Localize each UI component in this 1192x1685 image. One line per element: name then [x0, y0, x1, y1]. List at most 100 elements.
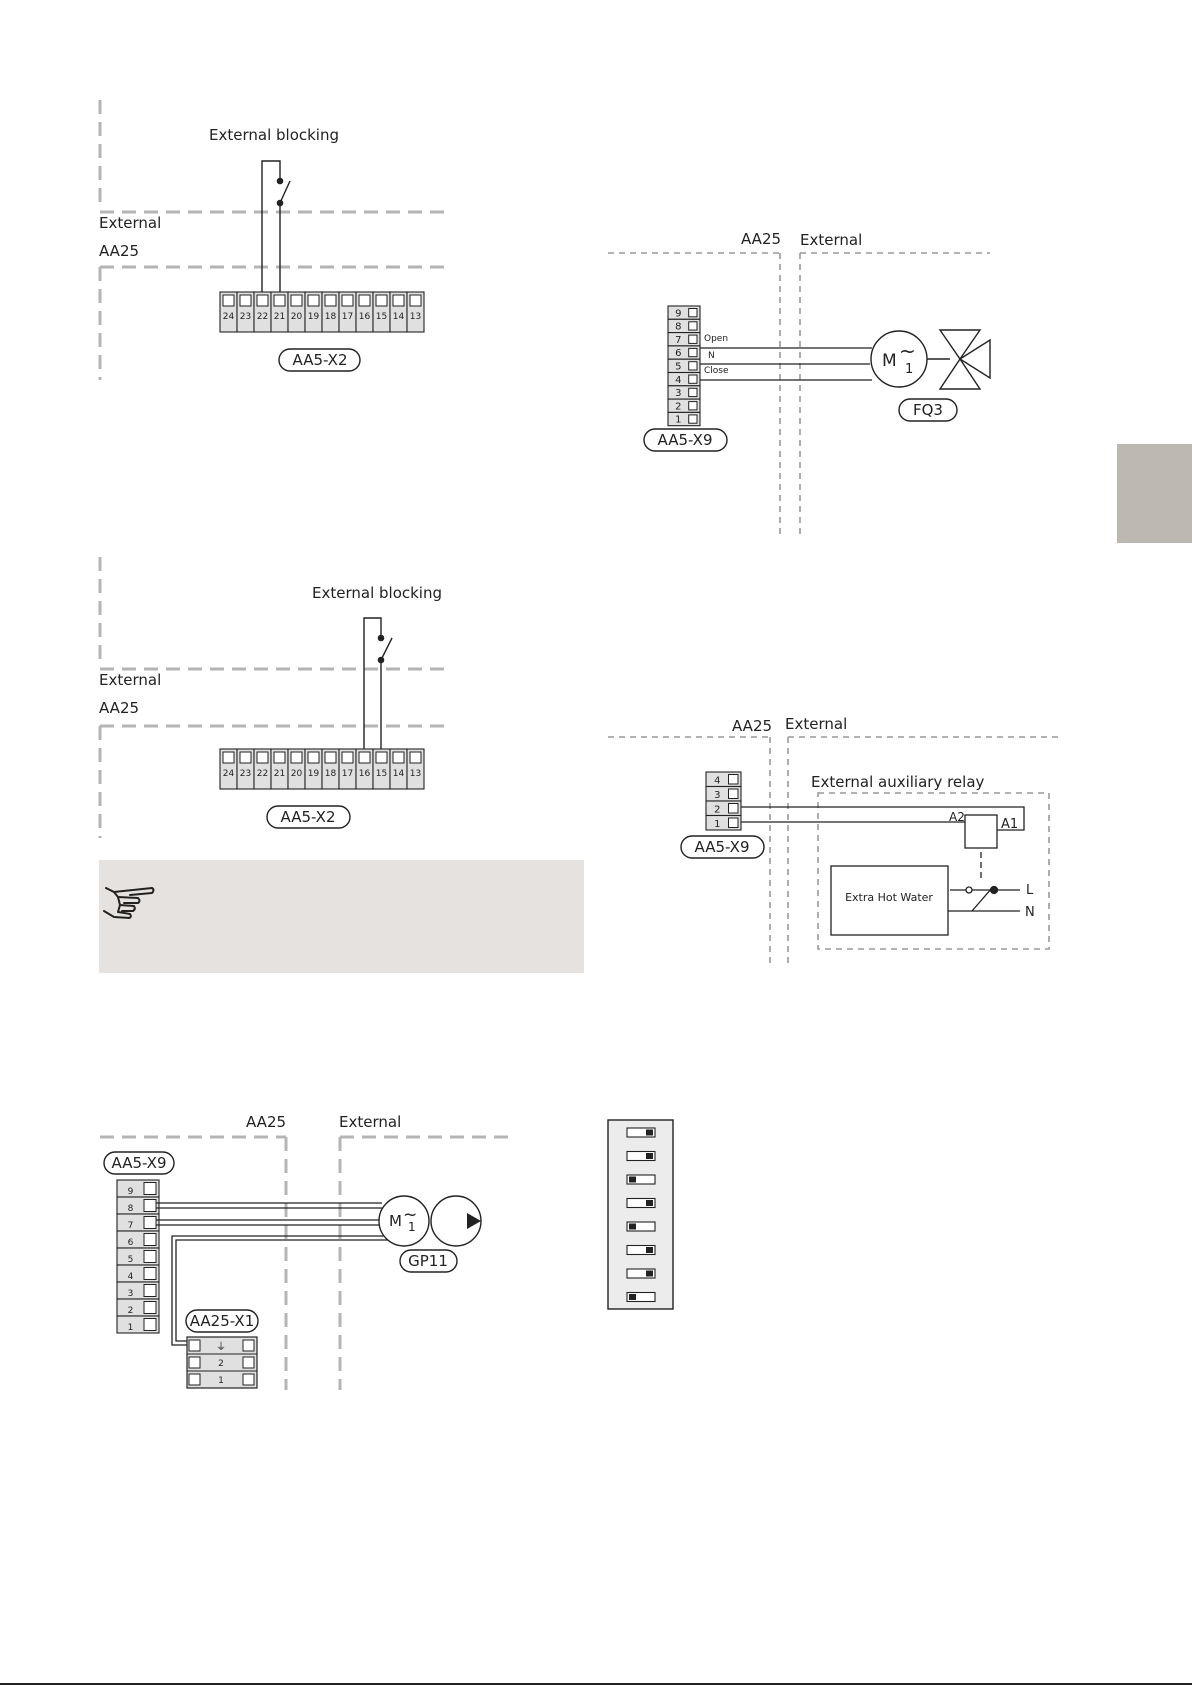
terminal-screw: [222, 294, 235, 307]
terminal-screw: [688, 321, 698, 331]
dip-switch-knob: [629, 1223, 636, 1230]
switch: [261, 160, 291, 293]
earth-icon: ⏚: [216, 1341, 226, 1353]
zone-dashed-lines: [98, 557, 445, 838]
page-bottom-rule: [0, 1683, 1192, 1685]
terminal-screw: [688, 374, 698, 384]
wires: [700, 347, 872, 381]
dip-switch: [626, 1197, 656, 1209]
motor-phase: 1: [408, 1220, 416, 1234]
zone-label-external: External: [99, 671, 161, 689]
dip-switch: [626, 1291, 656, 1303]
terminal-number: 24: [223, 769, 235, 779]
terminal-number: 21: [274, 312, 285, 322]
wires: [156, 1202, 394, 1346]
dip-switch-knob: [646, 1247, 653, 1253]
zone-dashed-lines: [100, 1135, 515, 1390]
terminal-screw: [392, 294, 405, 307]
dip-switch-knob: [629, 1294, 636, 1300]
connector-label-frame: [278, 348, 361, 372]
terminal-screw: [688, 414, 698, 424]
terminal-screw: [358, 751, 371, 764]
terminal-number: 17: [342, 769, 353, 779]
terminal-screw: [375, 294, 388, 307]
terminal-screw: [409, 751, 422, 764]
dip-switch-knob: [646, 1200, 653, 1206]
motor-phase: 1: [905, 362, 913, 377]
terminal-number: 23: [240, 312, 251, 322]
dip-switch-knob: [646, 1270, 653, 1277]
dip-switch-knob: [629, 1176, 636, 1183]
connector-label: AA5-X2: [281, 808, 336, 826]
terminal-screw: [273, 751, 286, 764]
terminal-number: 18: [325, 312, 337, 322]
terminal-screw: [358, 294, 371, 307]
pump-symbol: [430, 1195, 482, 1247]
terminal-number: 3: [714, 790, 720, 801]
terminal-screw: [143, 1233, 157, 1246]
terminal-screw: [222, 751, 235, 764]
terminal-screw: [728, 774, 739, 785]
terminal-screw: [143, 1199, 157, 1212]
motor-symbol: M ~ 1: [870, 330, 928, 388]
line-label-l: L: [1026, 883, 1034, 898]
connector-label-frame: [266, 805, 351, 829]
terminal-number: 6: [128, 1238, 134, 1248]
dip-switch: [626, 1268, 656, 1279]
dip-switch: [626, 1244, 656, 1256]
diagram-title: External blocking: [209, 126, 339, 144]
terminal-screw: [290, 294, 303, 307]
actuator-label-frame: [898, 398, 958, 422]
terminal-screw: [143, 1182, 157, 1195]
terminal-screw: [375, 751, 388, 764]
connector-label: AA5-X9: [112, 1154, 167, 1172]
line-label-n: N: [1025, 905, 1035, 920]
terminal-number: 7: [675, 335, 681, 346]
terminal-number: 15: [376, 312, 387, 322]
terminal-number: 21: [274, 769, 285, 779]
terminal-screw: [324, 294, 337, 307]
terminal-number: 16: [359, 312, 371, 322]
terminal-screw: [239, 751, 252, 764]
terminal-screw: [307, 294, 320, 307]
terminal-screw: [324, 751, 337, 764]
dip-switch: [626, 1221, 656, 1232]
terminal-number: 2: [128, 1306, 134, 1316]
terminal-number: 13: [410, 312, 421, 322]
connector-label-frame: [103, 1151, 175, 1175]
terminal-screw: [256, 294, 269, 307]
terminal-number: 22: [257, 312, 268, 322]
terminal-number: 7: [128, 1221, 134, 1231]
terminal-screw: [688, 401, 698, 411]
terminal-number: 5: [128, 1255, 134, 1265]
dip-switch-knob: [646, 1129, 653, 1136]
wire-label-close: Close: [704, 366, 729, 376]
terminal-number: 14: [393, 769, 405, 779]
relay-title: External auxiliary relay: [811, 773, 985, 791]
terminal-screw: [143, 1250, 157, 1263]
terminal-screw: [256, 751, 269, 764]
dip-switch-knob: [646, 1153, 653, 1159]
terminal-number: 23: [240, 769, 251, 779]
note-box: [99, 860, 584, 973]
dip-switch: [626, 1174, 656, 1185]
zone-label-external: External: [339, 1113, 401, 1131]
terminal-screw: [688, 334, 698, 344]
motor-letter: M: [882, 351, 897, 371]
terminal-screw: [341, 751, 354, 764]
terminal-screw: [307, 751, 320, 764]
motor-tilde: ~: [403, 1205, 417, 1225]
motor-tilde: ~: [899, 339, 916, 363]
connector-label: AA5-X9: [658, 431, 713, 449]
terminal-screw: [688, 387, 698, 398]
section-tab-marker: [1117, 444, 1192, 543]
terminal-screw: [392, 751, 405, 764]
pointing-hand-icon: [103, 887, 155, 919]
zone-dashed-lines: [608, 736, 1062, 965]
motor-symbol: M ~ 1: [378, 1195, 430, 1247]
zone-dashed-lines: [608, 252, 990, 535]
